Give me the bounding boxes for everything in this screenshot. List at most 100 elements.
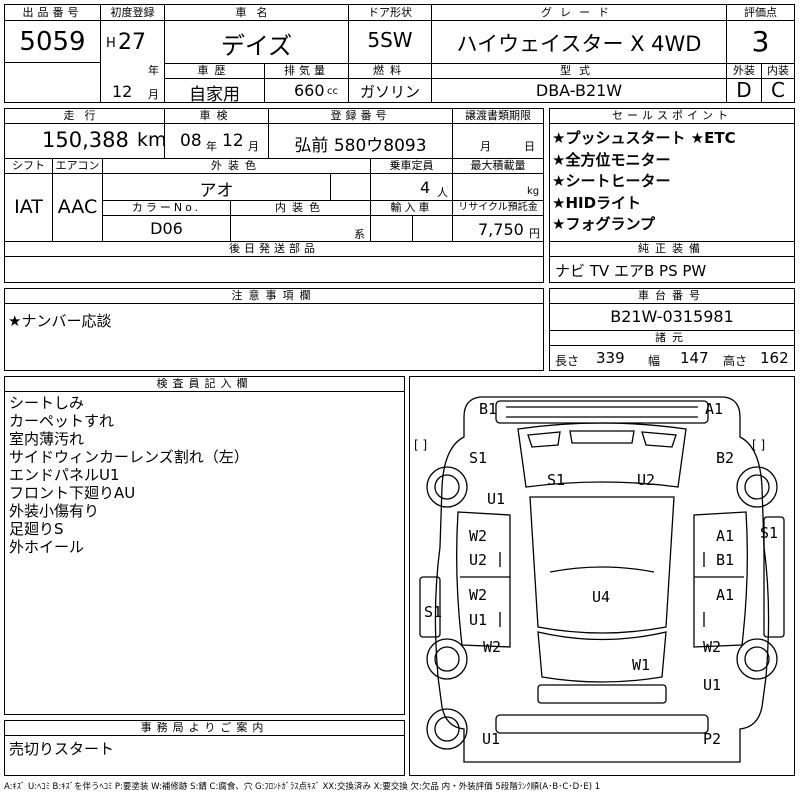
displacement-label: 排気量 xyxy=(284,64,329,77)
inspection-month-unit: 月 xyxy=(248,140,259,153)
interior-grade: C xyxy=(771,78,785,102)
equipment-label: 純正装備 xyxy=(638,242,706,255)
damage-code: U2 xyxy=(469,551,488,569)
wheel-right-front xyxy=(736,638,778,680)
doors-right xyxy=(693,511,748,648)
doors-left xyxy=(456,511,511,648)
wheel-right-rear xyxy=(736,466,778,508)
inspection-year: 08 xyxy=(180,131,202,151)
office-section xyxy=(4,720,405,776)
side-panel-left xyxy=(419,576,441,638)
inspector-note: 足廻りS xyxy=(9,520,64,538)
interior-grade-label: 内装 xyxy=(767,64,789,77)
wheel-left-rear xyxy=(426,466,468,508)
sales-point-item: ★フォグランプ xyxy=(552,215,655,233)
recycle-deposit-label: リサイクル預託金 xyxy=(458,202,538,213)
model-code: DBA-B21W xyxy=(535,81,623,100)
length: 339 xyxy=(596,349,625,367)
damage-code: B2 xyxy=(716,449,735,467)
history-label: 車歴 xyxy=(197,64,232,77)
month-unit: 月 xyxy=(148,88,159,101)
sales-point-item: ★HIDライト xyxy=(552,193,642,212)
inspection-year-unit: 年 xyxy=(206,140,217,153)
era: H xyxy=(106,36,116,51)
wheel-left-front xyxy=(426,638,468,680)
sales-point-item: ★プッシュスタート ★ETC xyxy=(552,129,736,147)
car-outline xyxy=(434,396,770,763)
hood xyxy=(537,631,667,683)
width-label: 幅 xyxy=(648,354,661,368)
damage-code: A1 xyxy=(716,527,735,545)
damage-code: B1 xyxy=(716,551,735,569)
inspection-label: 車検 xyxy=(199,109,234,122)
interior-color-label: 内装色 xyxy=(275,201,326,214)
score-label: 評価点 xyxy=(744,6,777,19)
shift-label: シフト xyxy=(12,159,45,172)
damage-code: U2 xyxy=(637,471,656,489)
side-panel-right xyxy=(763,516,785,638)
damage-code: W2 xyxy=(703,638,722,656)
model-code-label: 型式 xyxy=(560,64,598,77)
inspector-note: カーペットすれ xyxy=(9,412,115,430)
transfer-month-unit: 月 xyxy=(480,140,491,153)
damage-code: U4 xyxy=(592,588,611,606)
registration-month: 12 xyxy=(112,82,133,101)
sales-point-item: ★全方位モニター xyxy=(552,150,671,169)
height-label: 高さ xyxy=(723,354,748,368)
specs-label: 諸元 xyxy=(655,331,689,344)
damage-code: W2 xyxy=(469,527,488,545)
inspector-note: 外ホイール xyxy=(9,538,85,556)
inspector-note: エンドパネルU1 xyxy=(9,466,120,484)
sales-points-label: セールスポイント xyxy=(612,109,732,122)
damage-code: U1 xyxy=(703,676,722,694)
height: 162 xyxy=(760,349,789,367)
mileage: 150,388 xyxy=(42,128,129,152)
width: 147 xyxy=(680,349,709,367)
inspector-notes-label: 検査員記入欄 xyxy=(156,377,253,390)
header-section xyxy=(4,4,795,103)
aircon-label: エアコン xyxy=(55,159,100,172)
interior-color-unit: 系 xyxy=(354,228,365,241)
damage-code: W2 xyxy=(483,638,502,656)
inspector-note: 外装小傷有り xyxy=(9,502,100,520)
legend: A:ｷｽﾞ U:ﾍｺﾐ B:ｷｽﾞを伴うﾍｺﾐ P:要塗装 W:補修跡 S:錆 … xyxy=(4,782,601,792)
chassis-section xyxy=(549,288,795,371)
transfer-day-unit: 日 xyxy=(524,140,535,153)
office-info-label: 事務局よりご案内 xyxy=(140,721,269,734)
door-type: 5SW xyxy=(367,28,413,52)
exterior-color: アオ xyxy=(199,181,234,201)
inspection-month: 12 xyxy=(222,131,244,151)
capacity-label: 乗車定員 xyxy=(389,159,434,172)
registration-number-label: 登録番号 xyxy=(330,109,391,122)
fuel-label: 燃料 xyxy=(373,64,407,77)
inspector-note: 室内薄汚れ xyxy=(9,430,85,448)
displacement: 660 xyxy=(294,81,325,100)
score: 3 xyxy=(751,25,770,58)
inspector-note: サイドウィンカーレンズ割れ（左） xyxy=(9,448,249,466)
damage-code: A1 xyxy=(716,586,735,604)
length-label: 長さ xyxy=(555,354,580,368)
spare-wheel xyxy=(426,708,468,750)
inspector-note: フロント下廻りAU xyxy=(9,484,136,502)
color-number: D06 xyxy=(150,219,183,238)
bracket-left: [ ] xyxy=(414,438,428,452)
fuel: ガソリン xyxy=(359,83,420,101)
car-name-label: 車名 xyxy=(235,6,278,19)
roof-outline xyxy=(517,422,687,488)
displacement-unit: cc xyxy=(327,86,338,97)
transfer-deadline-label: 譲渡書類期限 xyxy=(465,109,531,122)
exterior-grade-label: 外装 xyxy=(733,64,755,77)
bracket-right: [ ] xyxy=(752,438,766,452)
damage-code: P2 xyxy=(703,730,722,748)
import-label: 輸入車 xyxy=(390,201,433,214)
registration-number: 弘前 580ウ8093 xyxy=(294,136,427,156)
aircon: AAC xyxy=(57,196,98,218)
damage-diagram-section xyxy=(409,376,795,776)
damage-code: U1 xyxy=(482,730,501,748)
sales-points-list: ★プッシュスタート ★ETC ★全方位モニター ★シートヒーター ★HIDライト… xyxy=(552,128,792,236)
damage-code: S1 xyxy=(469,449,488,467)
damage-code: U1 xyxy=(487,490,506,508)
shift: IAT xyxy=(14,196,43,218)
notes-label: 注意事項欄 xyxy=(231,289,317,302)
rear-bumper xyxy=(495,400,709,424)
